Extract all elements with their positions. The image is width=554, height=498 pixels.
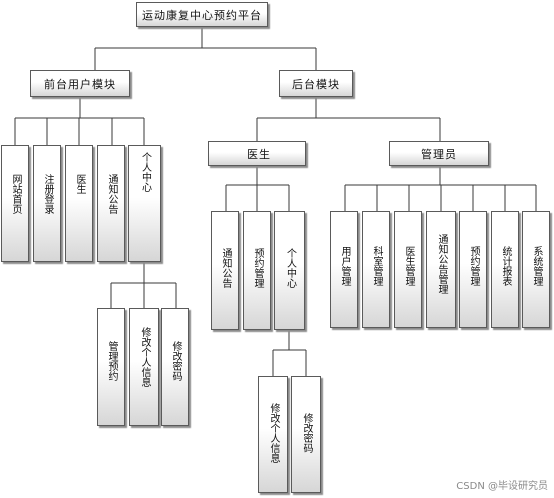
frontend-item-node: 医生 (65, 145, 93, 262)
frontend-personal-node: 修改个人信息 (129, 308, 159, 426)
frontend-item-label: 个人中心 (139, 152, 151, 192)
doctor-personal-label: 修改密码 (301, 413, 312, 453)
doctor-personal-label: 修改个人信息 (268, 403, 279, 463)
admin-item-node: 预约管理 (459, 211, 487, 328)
admin-item-label: 科室管理 (371, 246, 382, 286)
frontend-item-label: 注册登录 (42, 174, 53, 214)
doctor-item-label: 通知公告 (220, 248, 231, 288)
doctor-item-label: 预约管理 (252, 248, 263, 288)
frontend-item-node: 注册登录 (33, 145, 61, 262)
frontend-personal-label: 修改个人信息 (139, 327, 150, 387)
backend-module-node: 后台模块 (279, 70, 353, 97)
admin-label: 管理员 (421, 147, 457, 161)
doctor-label: 医生 (247, 147, 271, 161)
frontend-module-node: 前台用户模块 (30, 70, 130, 97)
admin-item-label: 预约管理 (468, 246, 479, 286)
root-node: 运动康复中心预约平台 (136, 2, 268, 27)
frontend-item-node: 网站首页 (1, 145, 29, 262)
frontend-module-label: 前台用户模块 (44, 77, 116, 91)
frontend-personal-node: 管理预约 (97, 308, 125, 426)
admin-item-label: 医生管理 (403, 246, 414, 286)
admin-item-node: 用户管理 (330, 211, 358, 328)
frontend-item-label: 通知公告 (106, 174, 117, 214)
admin-item-label: 统计报表 (500, 246, 511, 286)
admin-item-node: 统计报表 (491, 211, 519, 328)
backend-module-label: 后台模块 (292, 77, 340, 91)
frontend-item-label: 医生 (74, 174, 85, 194)
doctor-item-node: 预约管理 (243, 211, 271, 330)
admin-item-label: 通知公告管理 (436, 234, 447, 294)
frontend-item-label: 网站首页 (10, 174, 21, 214)
frontend-item-node: 通知公告 (97, 145, 125, 262)
admin-item-label: 用户管理 (339, 246, 350, 286)
admin-item-label: 系统管理 (531, 246, 542, 286)
watermark: CSDN @毕设研究员 (456, 481, 548, 492)
admin-node: 管理员 (389, 141, 489, 166)
doctor-node: 医生 (208, 141, 306, 166)
doctor-item-label: 个人中心 (284, 248, 296, 288)
frontend-personal-label: 管理预约 (106, 341, 117, 381)
frontend-personal-label: 修改密码 (170, 341, 181, 381)
admin-item-node: 科室管理 (362, 211, 390, 328)
frontend-item-node: 个人中心 (128, 145, 161, 262)
doctor-personal-node: 修改密码 (291, 376, 321, 493)
doctor-item-node: 个人中心 (274, 211, 305, 330)
admin-item-node: 通知公告管理 (426, 211, 456, 328)
admin-item-node: 系统管理 (522, 211, 550, 328)
admin-item-node: 医生管理 (394, 211, 422, 328)
doctor-item-node: 通知公告 (211, 211, 239, 330)
frontend-personal-node: 修改密码 (161, 308, 189, 426)
doctor-personal-node: 修改个人信息 (258, 376, 288, 493)
root-label: 运动康复中心预约平台 (142, 8, 262, 22)
